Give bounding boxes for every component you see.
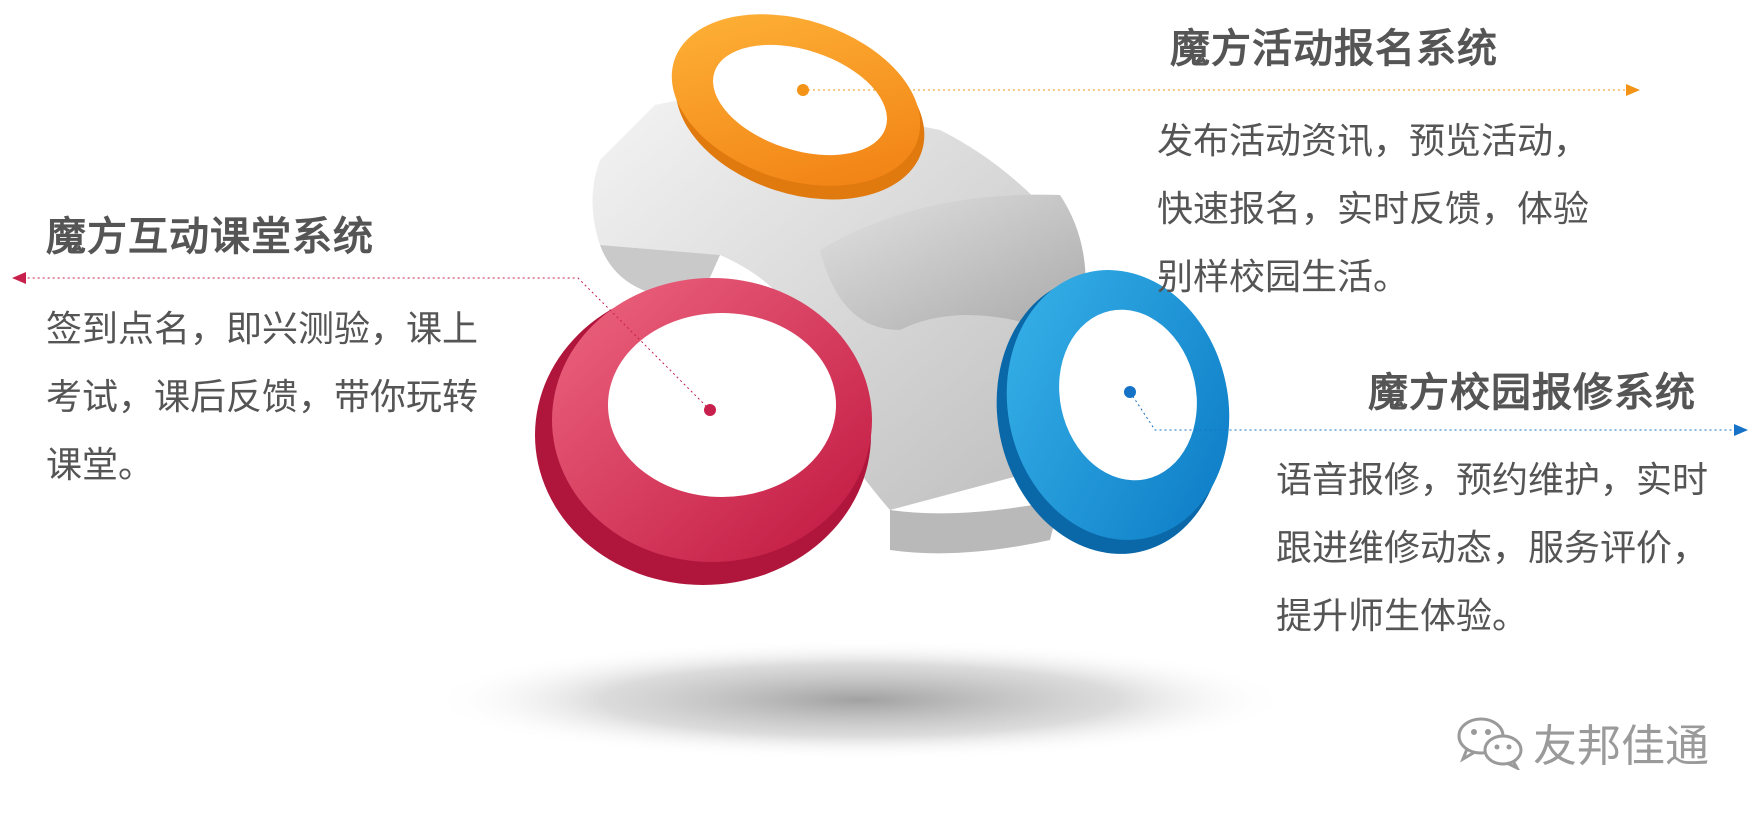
desc-line: 别样校园生活。	[1157, 257, 1410, 298]
watermark: 友邦佳通	[1455, 710, 1709, 774]
connector-red	[12, 272, 716, 416]
system-desc-classroom: 签到点名，即兴测验，课上 考试，课后反馈，带你玩转 课堂。	[46, 296, 478, 500]
desc-line: 签到点名，即兴测验，课上	[46, 309, 479, 350]
floor-shadow	[430, 640, 1290, 760]
desc-line: 跟进维修动态，服务评价，	[1276, 528, 1709, 569]
desc-line: 快速报名，实时反馈，体验	[1157, 189, 1590, 230]
gray-body	[592, 96, 1086, 554]
wechat-icon	[1457, 717, 1523, 770]
desc-line: 发布活动资讯，预览活动，	[1157, 121, 1590, 162]
desc-line: 提升师生体验。	[1276, 596, 1529, 637]
connector-blue	[1124, 386, 1748, 436]
system-desc-activity: 发布活动资讯，预览活动， 快速报名，实时反馈，体验 别样校园生活。	[1157, 108, 1589, 312]
desc-line: 课堂。	[46, 445, 155, 486]
watermark-text: 友邦佳通	[1533, 721, 1709, 772]
system-title-classroom: 魔方互动课堂系统	[46, 214, 374, 260]
connector-orange	[797, 84, 1640, 96]
system-title-activity: 魔方活动报名系统	[1170, 26, 1498, 72]
desc-line: 考试，课后反馈，带你玩转	[46, 377, 479, 418]
system-title-repair: 魔方校园报修系统	[1368, 370, 1696, 416]
orange-ring	[671, 14, 925, 200]
desc-line: 语音报修，预约维护，实时	[1276, 460, 1709, 501]
red-ring	[535, 278, 872, 585]
system-desc-repair: 语音报修，预约维护，实时 跟进维修动态，服务评价， 提升师生体验。	[1276, 447, 1708, 651]
